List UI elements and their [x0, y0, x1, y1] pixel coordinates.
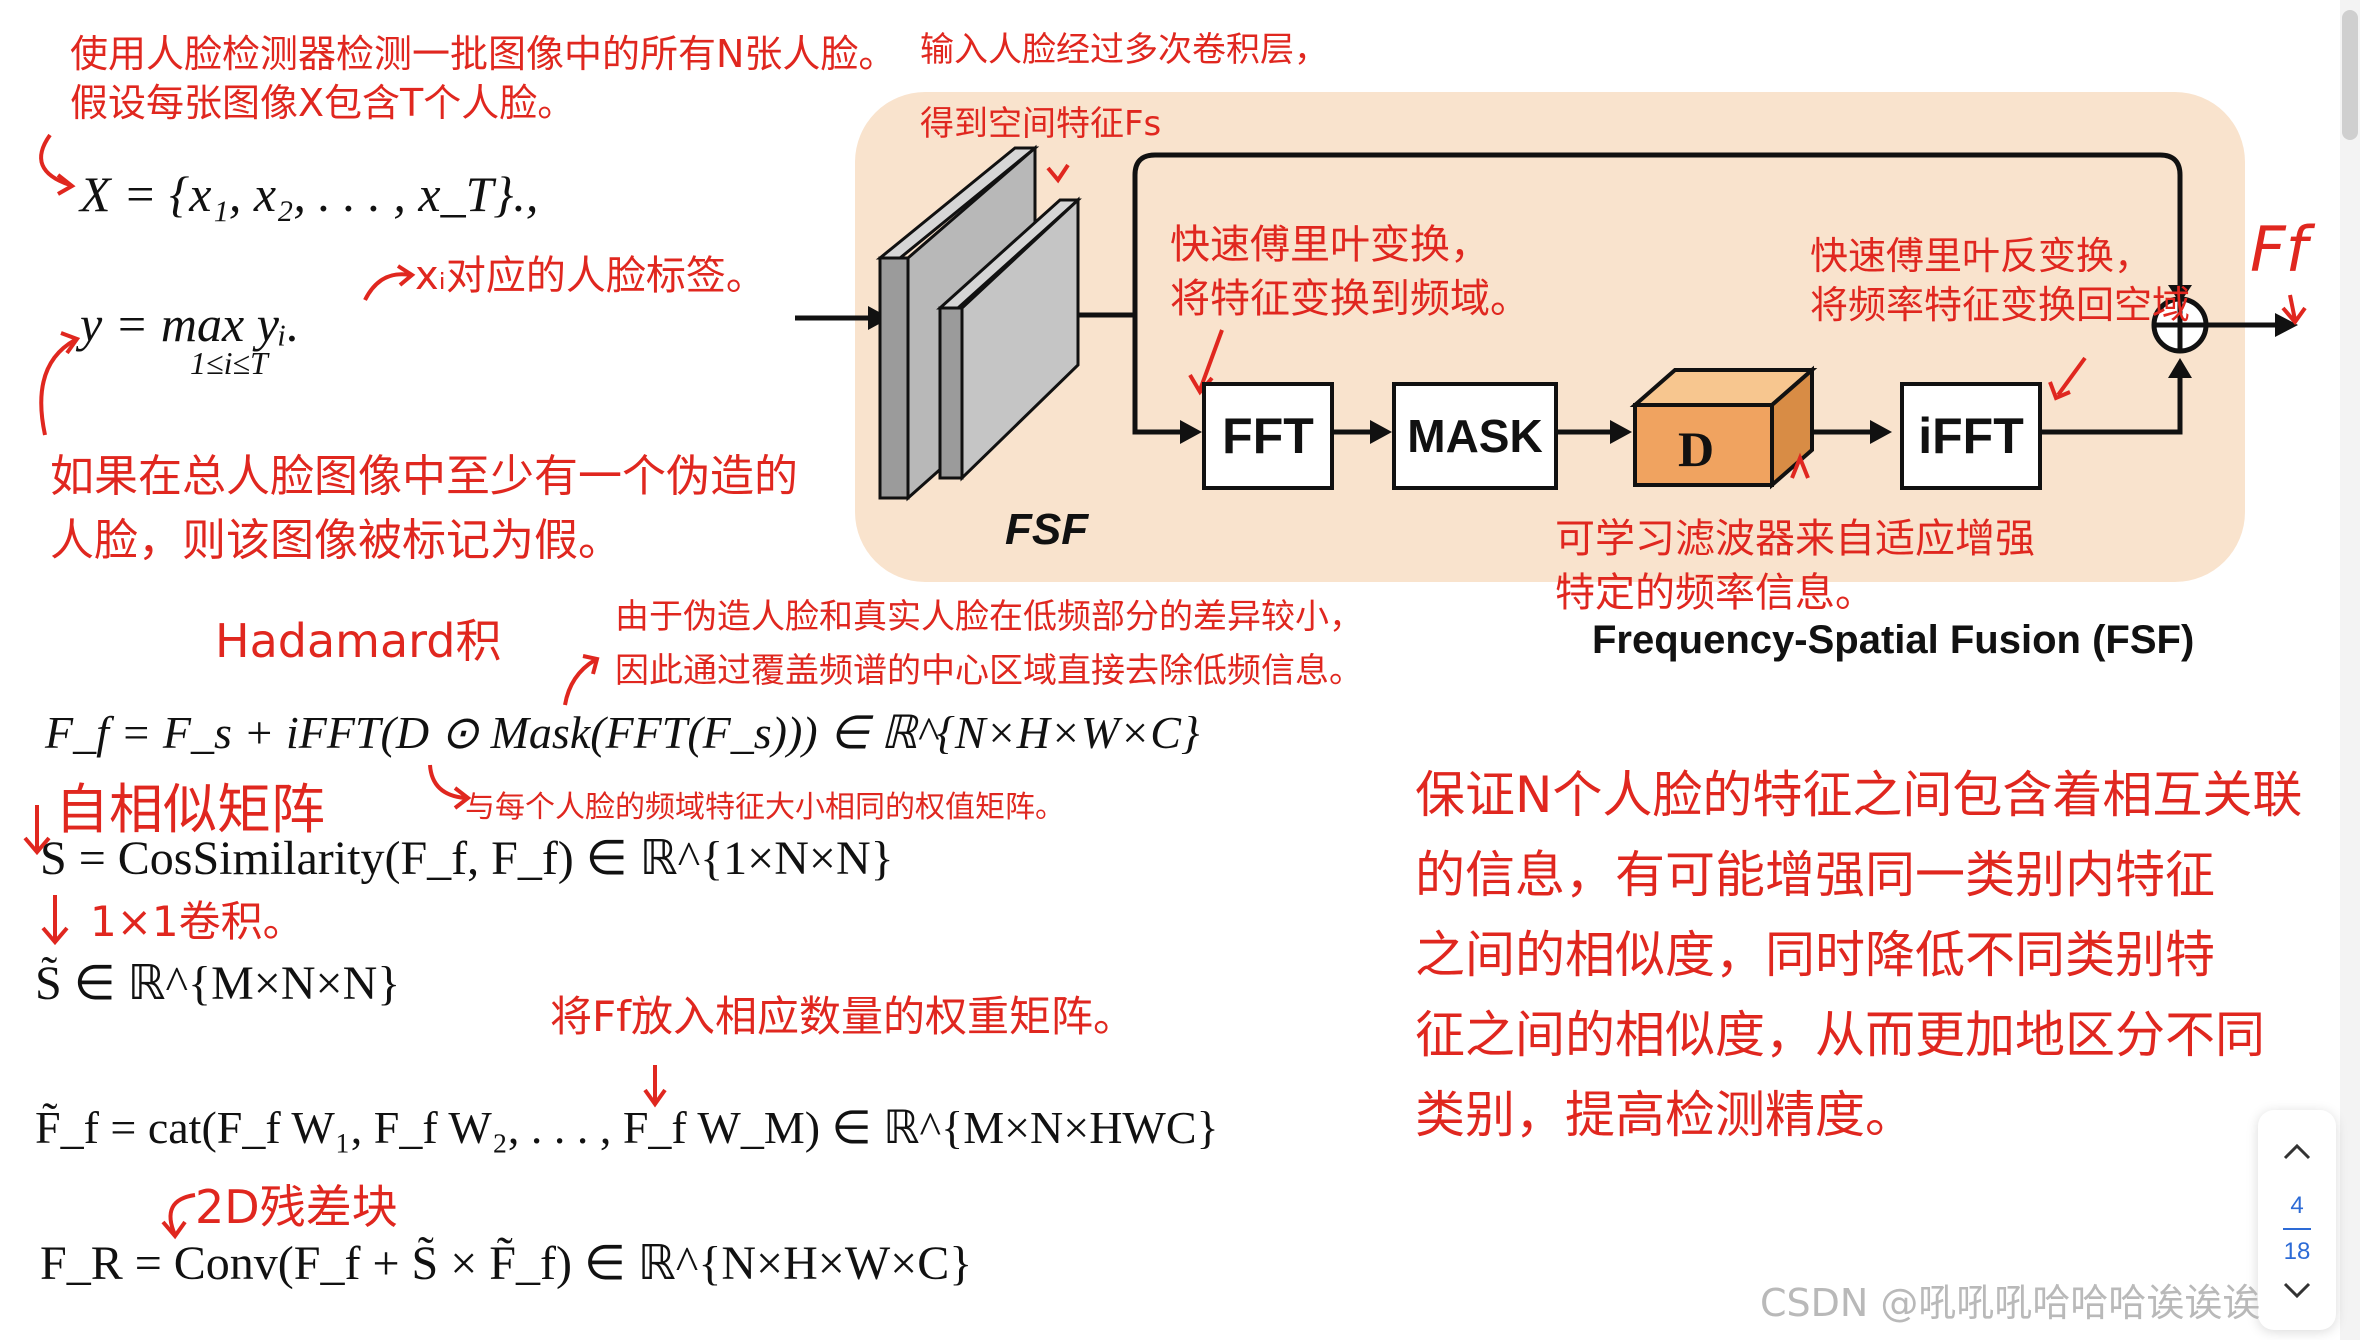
- page-navigator: 4 18: [2258, 1110, 2336, 1330]
- equation-fr: F_R = Conv(F_f + S̃ × F̃_f) ∈ ℝ^{N×H×W×C…: [40, 1237, 973, 1290]
- note-line: 特定的频率信息。: [1555, 570, 1875, 616]
- note-line: 可学习滤波器来自适应增强: [1555, 516, 2035, 562]
- note-self-similarity: 自相似矩阵: [55, 778, 325, 841]
- note-low-frequency: 由于伪造人脸和真实人脸在低频部分的差异较小， 因此通过覆盖频谱的中心区域直接去除…: [615, 590, 1363, 699]
- note-weight-matrices: 将Ff放入相应数量的权重矩阵。: [550, 992, 1135, 1041]
- hook-arrow-icon: [428, 764, 472, 810]
- equation-x: X = {x₁, x₂, . . . , x_T}.,: [80, 166, 539, 222]
- d-block-label: D: [1678, 421, 1715, 477]
- note-ifft: 快速傅里叶反变换， 将频率特征变换回空域: [1810, 232, 2190, 331]
- note-line: 使用人脸检测器检测一批图像中的所有N张人脸。: [70, 32, 897, 76]
- down-arrow-icon: [643, 1065, 667, 1108]
- equation-ff-tilde: F̃_f = cat(F_f W₁, F_f W₂, . . . , F_f W…: [35, 1102, 1219, 1153]
- note-line: 人脸，则该图像被标记为假。: [50, 514, 622, 566]
- note-line: 的信息，有可能增强同一类别内特征: [1415, 846, 2215, 904]
- note-conv-layers: 输入人脸经过多次卷积层， 得到空间特征Fs: [920, 28, 1328, 146]
- note-line: 得到空间特征Fs: [920, 104, 1162, 145]
- note-fake-rule: 如果在总人脸图像中至少有一个伪造的 人脸，则该图像被标记为假。: [50, 445, 798, 573]
- note-conv1x1: 1×1卷积。: [90, 897, 305, 946]
- equation-y: y = max yᵢ. 1≤i≤T: [80, 295, 300, 381]
- note-line: 之间的相似度，同时降低不同类别特: [1415, 926, 2215, 984]
- note-line: 将特征变换到频域。: [1170, 276, 1530, 322]
- equation-y-subscript: 1≤i≤T: [190, 345, 268, 381]
- note-ff-output: Ff: [2250, 213, 2308, 286]
- note-label: xᵢ对应的人脸标签。: [415, 253, 766, 299]
- hook-arrow-icon: [39, 331, 81, 436]
- note-line: 输入人脸经过多次卷积层，: [920, 30, 1328, 70]
- equation-s: S = CosSimilarity(F_f, F_f) ∈ ℝ^{1×N×N}: [40, 832, 894, 885]
- chevron-down-icon[interactable]: [2277, 1270, 2317, 1310]
- page-total: 18: [2283, 1238, 2311, 1265]
- hook-arrow-icon: [161, 1193, 196, 1240]
- page-current: 4: [2290, 1192, 2304, 1219]
- page-divider: [2283, 1228, 2311, 1230]
- equation-y-text: y = max yᵢ.: [80, 296, 300, 352]
- note-line: 因此通过覆盖频谱的中心区域直接去除低频信息。: [615, 651, 1363, 692]
- fsf-caption: Frequency-Spatial Fusion (FSF): [1592, 618, 2195, 662]
- note-feature-relation: 保证N个人脸的特征之间包含着相互关联 的信息，有可能增强同一类别内特征 之间的相…: [1415, 755, 2302, 1155]
- mask-block: MASK: [1392, 382, 1558, 490]
- note-line: 假设每张图像X包含T个人脸。: [70, 81, 576, 126]
- note-line: 将频率特征变换回空域: [1810, 283, 2191, 328]
- note-face-detector: 使用人脸检测器检测一批图像中的所有N张人脸。 假设每张图像X包含T个人脸。: [70, 30, 896, 129]
- fsf-panel: [855, 92, 2245, 582]
- note-line: 由于伪造人脸和真实人脸在低频部分的差异较小，: [615, 597, 1363, 637]
- scrollbar[interactable]: [2340, 0, 2360, 1340]
- equation-s-tilde: S̃ ∈ ℝ^{M×N×N}: [35, 957, 401, 1010]
- note-hadamard: Hadamard积: [215, 614, 502, 668]
- note-line: 征之间的相似度，从而更加地区分不同: [1415, 1006, 2265, 1064]
- note-weight-matrix: 与每个人脸的频域特征大小相同的权值矩阵。: [465, 790, 1065, 825]
- ifft-block: iFFT: [1900, 382, 2042, 490]
- note-line: 类别，提高检测精度。: [1415, 1086, 1915, 1144]
- down-arrow-icon: [41, 895, 69, 946]
- pointer-arrow-icon: [563, 654, 600, 706]
- fft-block: FFT: [1202, 382, 1334, 490]
- fsf-label: FSF: [1005, 505, 1089, 554]
- note-line: 保证N个人脸的特征之间包含着相互关联: [1415, 766, 2303, 824]
- note-line: 如果在总人脸图像中至少有一个伪造的: [50, 451, 798, 502]
- equation-ff: F_f = F_s + iFFT(D ⊙ Mask(FFT(F_s))) ∈ ℝ…: [45, 707, 1200, 758]
- hook-arrow-icon: [39, 133, 76, 196]
- note-line: 快速傅里叶变换，: [1170, 222, 1490, 268]
- pointer-arrow-icon: [363, 264, 416, 301]
- watermark: CSDN @吼吼吼哈哈哈诶诶诶: [1760, 1281, 2261, 1325]
- note-residual-block: 2D残差块: [195, 1180, 398, 1234]
- chevron-up-icon[interactable]: [2277, 1132, 2317, 1172]
- down-arrow-icon: [23, 805, 51, 856]
- scroll-thumb[interactable]: [2342, 10, 2358, 140]
- note-line: 快速傅里叶反变换，: [1810, 234, 2153, 278]
- note-fft: 快速傅里叶变换， 将特征变换到频域。: [1170, 218, 1530, 326]
- note-filter: 可学习滤波器来自适应增强 特定的频率信息。: [1555, 512, 2035, 620]
